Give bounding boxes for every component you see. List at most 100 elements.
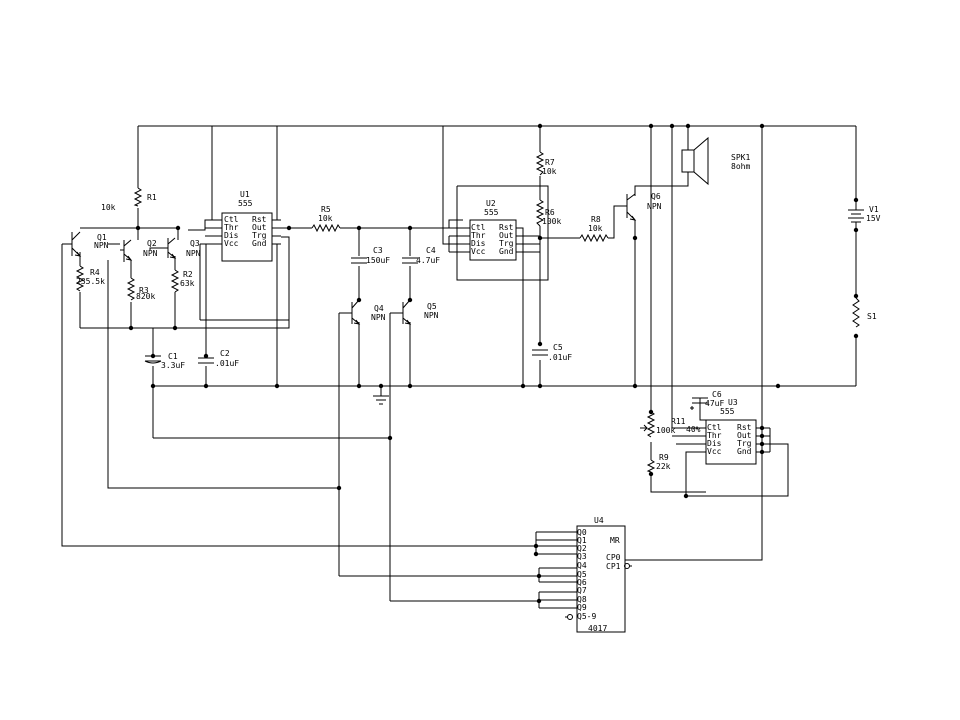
- q2-ref: Q2: [147, 239, 157, 248]
- wires: [61, 125, 857, 609]
- u2-part: 555: [484, 208, 499, 217]
- r6-value: 100k: [542, 217, 561, 226]
- u3-pin-trg: Trg: [737, 439, 752, 448]
- u1-pin-ctl: Ctl: [224, 215, 239, 224]
- q4-ref: Q4: [374, 304, 384, 313]
- u2-pin-ctl: Ctl: [471, 223, 486, 232]
- u2-pin-vcc: Vcc: [471, 247, 486, 256]
- resistor-r7: R7 10k: [535, 151, 557, 176]
- u4-pin-q1: Q1: [577, 536, 587, 545]
- u4-pin-q3: Q3: [577, 552, 587, 561]
- c3-value: 150uF: [366, 256, 390, 265]
- u1-pin-trg: Trg: [252, 231, 267, 240]
- capacitor-c3: C3 150uF: [351, 246, 390, 265]
- u4-pin-q6: Q6: [577, 578, 587, 587]
- r11-value: 100k: [656, 426, 675, 435]
- r2-value: 63k: [180, 279, 195, 288]
- r9-value: 22k: [656, 462, 671, 471]
- transistor-q2: Q2 NPN: [120, 239, 158, 262]
- r4-ref: R4: [90, 268, 100, 277]
- u1-ref: U1: [240, 190, 250, 199]
- spk1-ref: SPK1: [731, 153, 750, 162]
- v1-value: 15V: [866, 214, 881, 223]
- r6-ref: R6: [545, 208, 555, 217]
- u4-pin-q5: Q5: [577, 570, 587, 579]
- r8-ref: R8: [591, 215, 601, 224]
- q5-type: NPN: [424, 311, 439, 320]
- transistor-q6: Q6 NPN: [622, 192, 662, 221]
- u2-pin-dis: Dis: [471, 239, 486, 248]
- junction-dots: [128, 123, 859, 604]
- capacitor-c1: C1 3.3uF: [144, 352, 185, 370]
- u4-pin-q5-9: Q5-9: [577, 612, 596, 621]
- q6-ref: Q6: [651, 192, 661, 201]
- c4-ref: C4: [426, 246, 436, 255]
- transistor-q1: Q1 NPN: [62, 231, 109, 257]
- resistor-r9: R9 22k: [646, 453, 671, 473]
- r4-value: 235.5k: [76, 277, 105, 286]
- resistor-r3: R3 820k: [126, 277, 155, 301]
- v1-ref: V1: [869, 205, 879, 214]
- spk1-value: 8ohm: [731, 162, 750, 171]
- u1-pin-rst: Rst: [252, 215, 267, 224]
- battery-v1: V1 15V: [848, 200, 881, 230]
- q5-ref: Q5: [427, 302, 437, 311]
- c2-ref: C2: [220, 349, 230, 358]
- u2-pin-thr: Thr: [471, 231, 486, 240]
- u3-pin-gnd: Gnd: [737, 447, 752, 456]
- r1-value: 10k: [101, 203, 116, 212]
- r11-ref: R11: [671, 417, 686, 426]
- r2-ref: R2: [183, 270, 193, 279]
- r3-ref: R3: [139, 286, 149, 295]
- q1-type: NPN: [94, 241, 109, 250]
- q2-type: NPN: [143, 249, 158, 258]
- u2-pin-trg: Trg: [499, 239, 514, 248]
- u4-pin-cp1: CP1: [606, 562, 621, 571]
- r5-ref: R5: [321, 205, 331, 214]
- u2-ref: U2: [486, 199, 496, 208]
- ground-symbol: [373, 386, 389, 405]
- u2-pin-gnd: Gnd: [499, 247, 514, 256]
- u1-pin-dis: Dis: [224, 231, 239, 240]
- u2-pin-out: Out: [499, 231, 514, 240]
- capacitor-c2: C2 .01uF: [198, 349, 239, 368]
- transistor-q3: Q3 NPN: [149, 237, 201, 259]
- c6-ref: C6: [712, 390, 722, 399]
- transistor-q4: Q4 NPN: [350, 299, 386, 325]
- r11-percent: 40%: [686, 425, 701, 434]
- capacitor-c6: C6 47uF: [690, 390, 724, 410]
- u3-part: 555: [720, 407, 735, 416]
- u4-ref: U4: [594, 516, 604, 525]
- c6-value: 47uF: [705, 399, 724, 408]
- c5-value: .01uF: [548, 353, 572, 362]
- r8-value: 10k: [588, 224, 603, 233]
- r1-ref: R1: [147, 193, 157, 202]
- u4-pin-q8: Q8: [577, 595, 587, 604]
- ic-u3: U3 555 Ctl Thr Dis Vcc Rst Out Trg Gnd: [700, 398, 762, 465]
- speaker-spk1: SPK1 8ohm: [681, 136, 750, 186]
- u4-pin-q0: Q0: [577, 528, 587, 537]
- capacitor-c5: C5 .01uF: [532, 343, 572, 362]
- resistor-r11: R11 100k 40%: [640, 411, 701, 438]
- resistor-r6: R6 100k: [535, 199, 561, 227]
- r5-value: 10k: [318, 214, 333, 223]
- u4-pin-cp0: CP0: [606, 553, 621, 562]
- r3-value: 820k: [136, 292, 155, 301]
- u3-pin-rst: Rst: [737, 423, 752, 432]
- c1-value: 3.3uF: [161, 361, 185, 370]
- s1-ref: S1: [867, 312, 877, 321]
- capacitor-c4: C4 4.7uF: [402, 246, 440, 265]
- u3-pin-thr: Thr: [707, 431, 722, 440]
- u3-pin-out: Out: [737, 431, 752, 440]
- u4-pin-mr: MR: [610, 536, 620, 545]
- resistor-r4: R4 235.5k: [75, 265, 105, 292]
- q4-type: NPN: [371, 313, 386, 322]
- u3-pin-vcc: Vcc: [707, 447, 722, 456]
- ic-u2: U2 555 Ctl Thr Dis Vcc Rst Out Trg Gnd: [463, 199, 517, 261]
- u1-pin-thr: Thr: [224, 223, 239, 232]
- c2-value: .01uF: [215, 359, 239, 368]
- transistor-q5: Q5 NPN: [400, 299, 439, 325]
- u1-pin-gnd: Gnd: [252, 239, 267, 248]
- resistor-r5: R5 10k: [311, 205, 341, 233]
